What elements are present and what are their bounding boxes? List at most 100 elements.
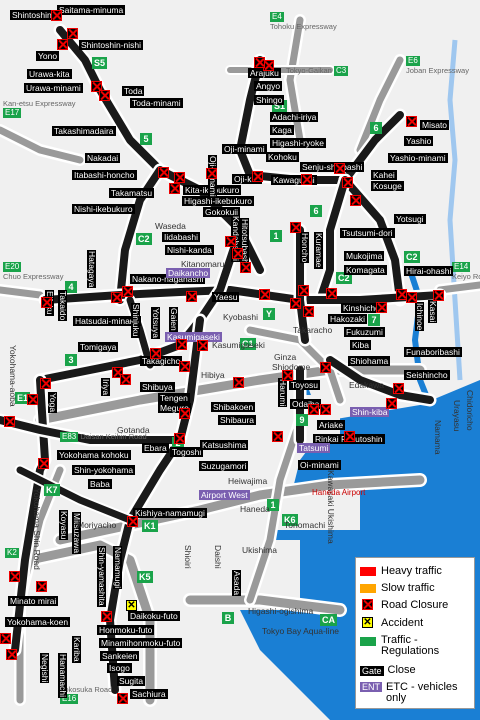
road-closure-icon[interactable] [320, 362, 331, 373]
gate-honmoku-futo[interactable]: Honmoku-futo [97, 625, 155, 635]
gate-urawa-minami[interactable]: Urawa-minami [24, 83, 83, 93]
gate-adachi-iriya[interactable]: Adachi-iriya [270, 112, 319, 122]
gate-sankeien[interactable]: Sankeien [100, 651, 140, 661]
gate-yotsuya[interactable]: Yotsuya [151, 307, 161, 339]
road-closure-icon[interactable] [342, 177, 353, 188]
road-closure-icon[interactable] [186, 291, 197, 302]
road-closure-icon[interactable] [252, 171, 263, 182]
gate-oji-minami[interactable]: Oji-minami [222, 144, 267, 154]
gate-hirai-ohashi[interactable]: Hirai-ohashi [404, 266, 454, 276]
road-closure-icon[interactable] [386, 398, 397, 409]
gate-urawa-kita[interactable]: Urawa-kita [27, 69, 72, 79]
gate-tengen[interactable]: Tengen [158, 393, 190, 403]
gate-yashio[interactable]: Yashio [404, 136, 434, 146]
gate-odaiba[interactable]: Odaiba [290, 399, 322, 409]
road-closure-icon[interactable] [406, 292, 417, 303]
gate-hitotsubashi[interactable]: Hitotsubashi [240, 218, 250, 267]
road-closure-icon[interactable] [406, 116, 417, 127]
gate-oji-kita[interactable]: Oji-kita [232, 174, 263, 184]
road-closure-icon[interactable] [259, 289, 270, 300]
road-closure-icon[interactable] [101, 611, 112, 622]
road-closure-icon[interactable] [127, 516, 138, 527]
gate-mukojima[interactable]: Mukojima [344, 251, 385, 261]
gate-kasai[interactable]: Kasai [428, 300, 438, 324]
gate-saitama-minuma[interactable]: Saitama-minuma [57, 5, 126, 15]
road-closure-icon[interactable] [301, 174, 312, 185]
accident-icon[interactable]: ✕ [126, 600, 137, 611]
road-closure-icon[interactable] [179, 361, 190, 372]
gate-toyosu[interactable]: Toyosu [289, 380, 320, 390]
gate-kahei[interactable]: Kahei [371, 170, 397, 180]
road-closure-icon[interactable] [320, 404, 331, 415]
road-closure-icon[interactable] [344, 431, 355, 442]
gate-shinjuku[interactable]: Shinjuku [131, 303, 141, 338]
road-closure-icon[interactable] [112, 367, 123, 378]
gate-kariba[interactable]: Kariba [72, 636, 82, 663]
road-closure-icon[interactable] [174, 172, 185, 183]
road-closure-icon[interactable] [51, 10, 62, 21]
gate-gaien[interactable]: Gaien [169, 307, 179, 332]
gate-higashi-ikebukuro[interactable]: Higashi-ikebukuro [182, 196, 255, 206]
gate-nishi-ikebukuro[interactable]: Nishi-ikebukuro [72, 204, 135, 214]
gate-shibaura[interactable]: Shibaura [218, 415, 257, 425]
road-closure-icon[interactable] [41, 297, 52, 308]
ent-daikancho[interactable]: Daikancho [166, 268, 211, 278]
gate-baba[interactable]: Baba [88, 479, 112, 489]
road-closure-icon[interactable] [111, 292, 122, 303]
gate-yotsugi[interactable]: Yotsugi [394, 214, 426, 224]
gate-yokohama-kohoku[interactable]: Yokohama kohoku [57, 450, 131, 460]
road-closure-icon[interactable] [350, 195, 361, 206]
gate-takagicho[interactable]: Takagicho [140, 356, 183, 366]
road-closure-icon[interactable] [376, 302, 387, 313]
gate-itabashi-honcho[interactable]: Itabashi-honcho [72, 170, 137, 180]
road-closure-icon[interactable] [36, 581, 47, 592]
gate-takashimadaira[interactable]: Takashimadaira [52, 126, 116, 136]
gate-kawaguchi[interactable]: Kawaguchi [271, 175, 317, 185]
gate-shintoshin-nishi[interactable]: Shintoshin-nishi [79, 40, 144, 50]
gate-takaido[interactable]: Takaido [58, 290, 68, 322]
gate-kiba[interactable]: Kiba [350, 340, 372, 350]
gate-kuramae[interactable]: Kuramae [314, 232, 324, 269]
gate-arajuku[interactable]: Arajuku [248, 68, 281, 78]
gate-yokohama-koen[interactable]: Yokohama-koen [5, 617, 71, 627]
gate-hatagaya[interactable]: Hatagaya [87, 250, 97, 289]
road-closure-icon[interactable] [0, 633, 11, 644]
ent-kasumigaseki[interactable]: Kasumigaseki [165, 332, 222, 342]
road-closure-icon[interactable] [9, 571, 20, 582]
gate-higashi-ryoke[interactable]: Higashi-ryoke [270, 138, 326, 148]
road-closure-icon[interactable] [169, 183, 180, 194]
gate-hakozaki[interactable]: Hakozaki [328, 314, 367, 324]
road-closure-icon[interactable] [150, 348, 161, 359]
gate-kohoku[interactable]: Kohoku [266, 152, 299, 162]
road-closure-icon[interactable] [91, 81, 102, 92]
gate-shingo[interactable]: Shingo [254, 95, 285, 105]
gate-hatsudai-minami[interactable]: Hatsudai-minami [73, 316, 141, 326]
gate-shin-yamashita[interactable]: Shin-yamashita [97, 546, 107, 607]
gate-funaboribashi[interactable]: Funaboribashi [404, 347, 462, 357]
gate-kishiya-namamugi[interactable]: Kishiya-namamugi [133, 508, 207, 518]
gate-nakadai[interactable]: Nakadai [85, 153, 121, 163]
road-closure-icon[interactable] [206, 168, 217, 179]
gate-minato-mirai[interactable]: Minato mirai [8, 596, 59, 606]
road-closure-icon[interactable] [176, 339, 187, 350]
gate-katsushima[interactable]: Katsushima [200, 440, 249, 450]
gate-iidabashi[interactable]: Iidabashi [162, 232, 201, 242]
road-closure-icon[interactable] [4, 416, 15, 427]
road-closure-icon[interactable] [40, 378, 51, 389]
gate-tsutsumi-dori[interactable]: Tsutsumi-dori [340, 228, 395, 238]
gate-sugita[interactable]: Sugita [117, 676, 146, 686]
gate-iriya[interactable]: Iriya [101, 378, 111, 397]
road-closure-icon[interactable] [158, 167, 169, 178]
road-closure-icon[interactable] [99, 90, 110, 101]
gate-angyo[interactable]: Angyo [254, 81, 283, 91]
gate-sachiura[interactable]: Sachiura [130, 689, 168, 699]
road-closure-icon[interactable] [326, 288, 337, 299]
road-closure-icon[interactable] [240, 262, 251, 273]
road-closure-icon[interactable] [117, 693, 128, 704]
gate-yashio-minami[interactable]: Yashio-minami [388, 153, 448, 163]
gate-kinshicho[interactable]: Kinshicho [341, 303, 382, 313]
road-closure-icon[interactable] [120, 374, 131, 385]
gate-yaesu[interactable]: Yaesu [212, 292, 240, 302]
ent-shin-kiba[interactable]: Shin-kiba [350, 407, 390, 417]
gate-misato[interactable]: Misato [420, 120, 450, 130]
